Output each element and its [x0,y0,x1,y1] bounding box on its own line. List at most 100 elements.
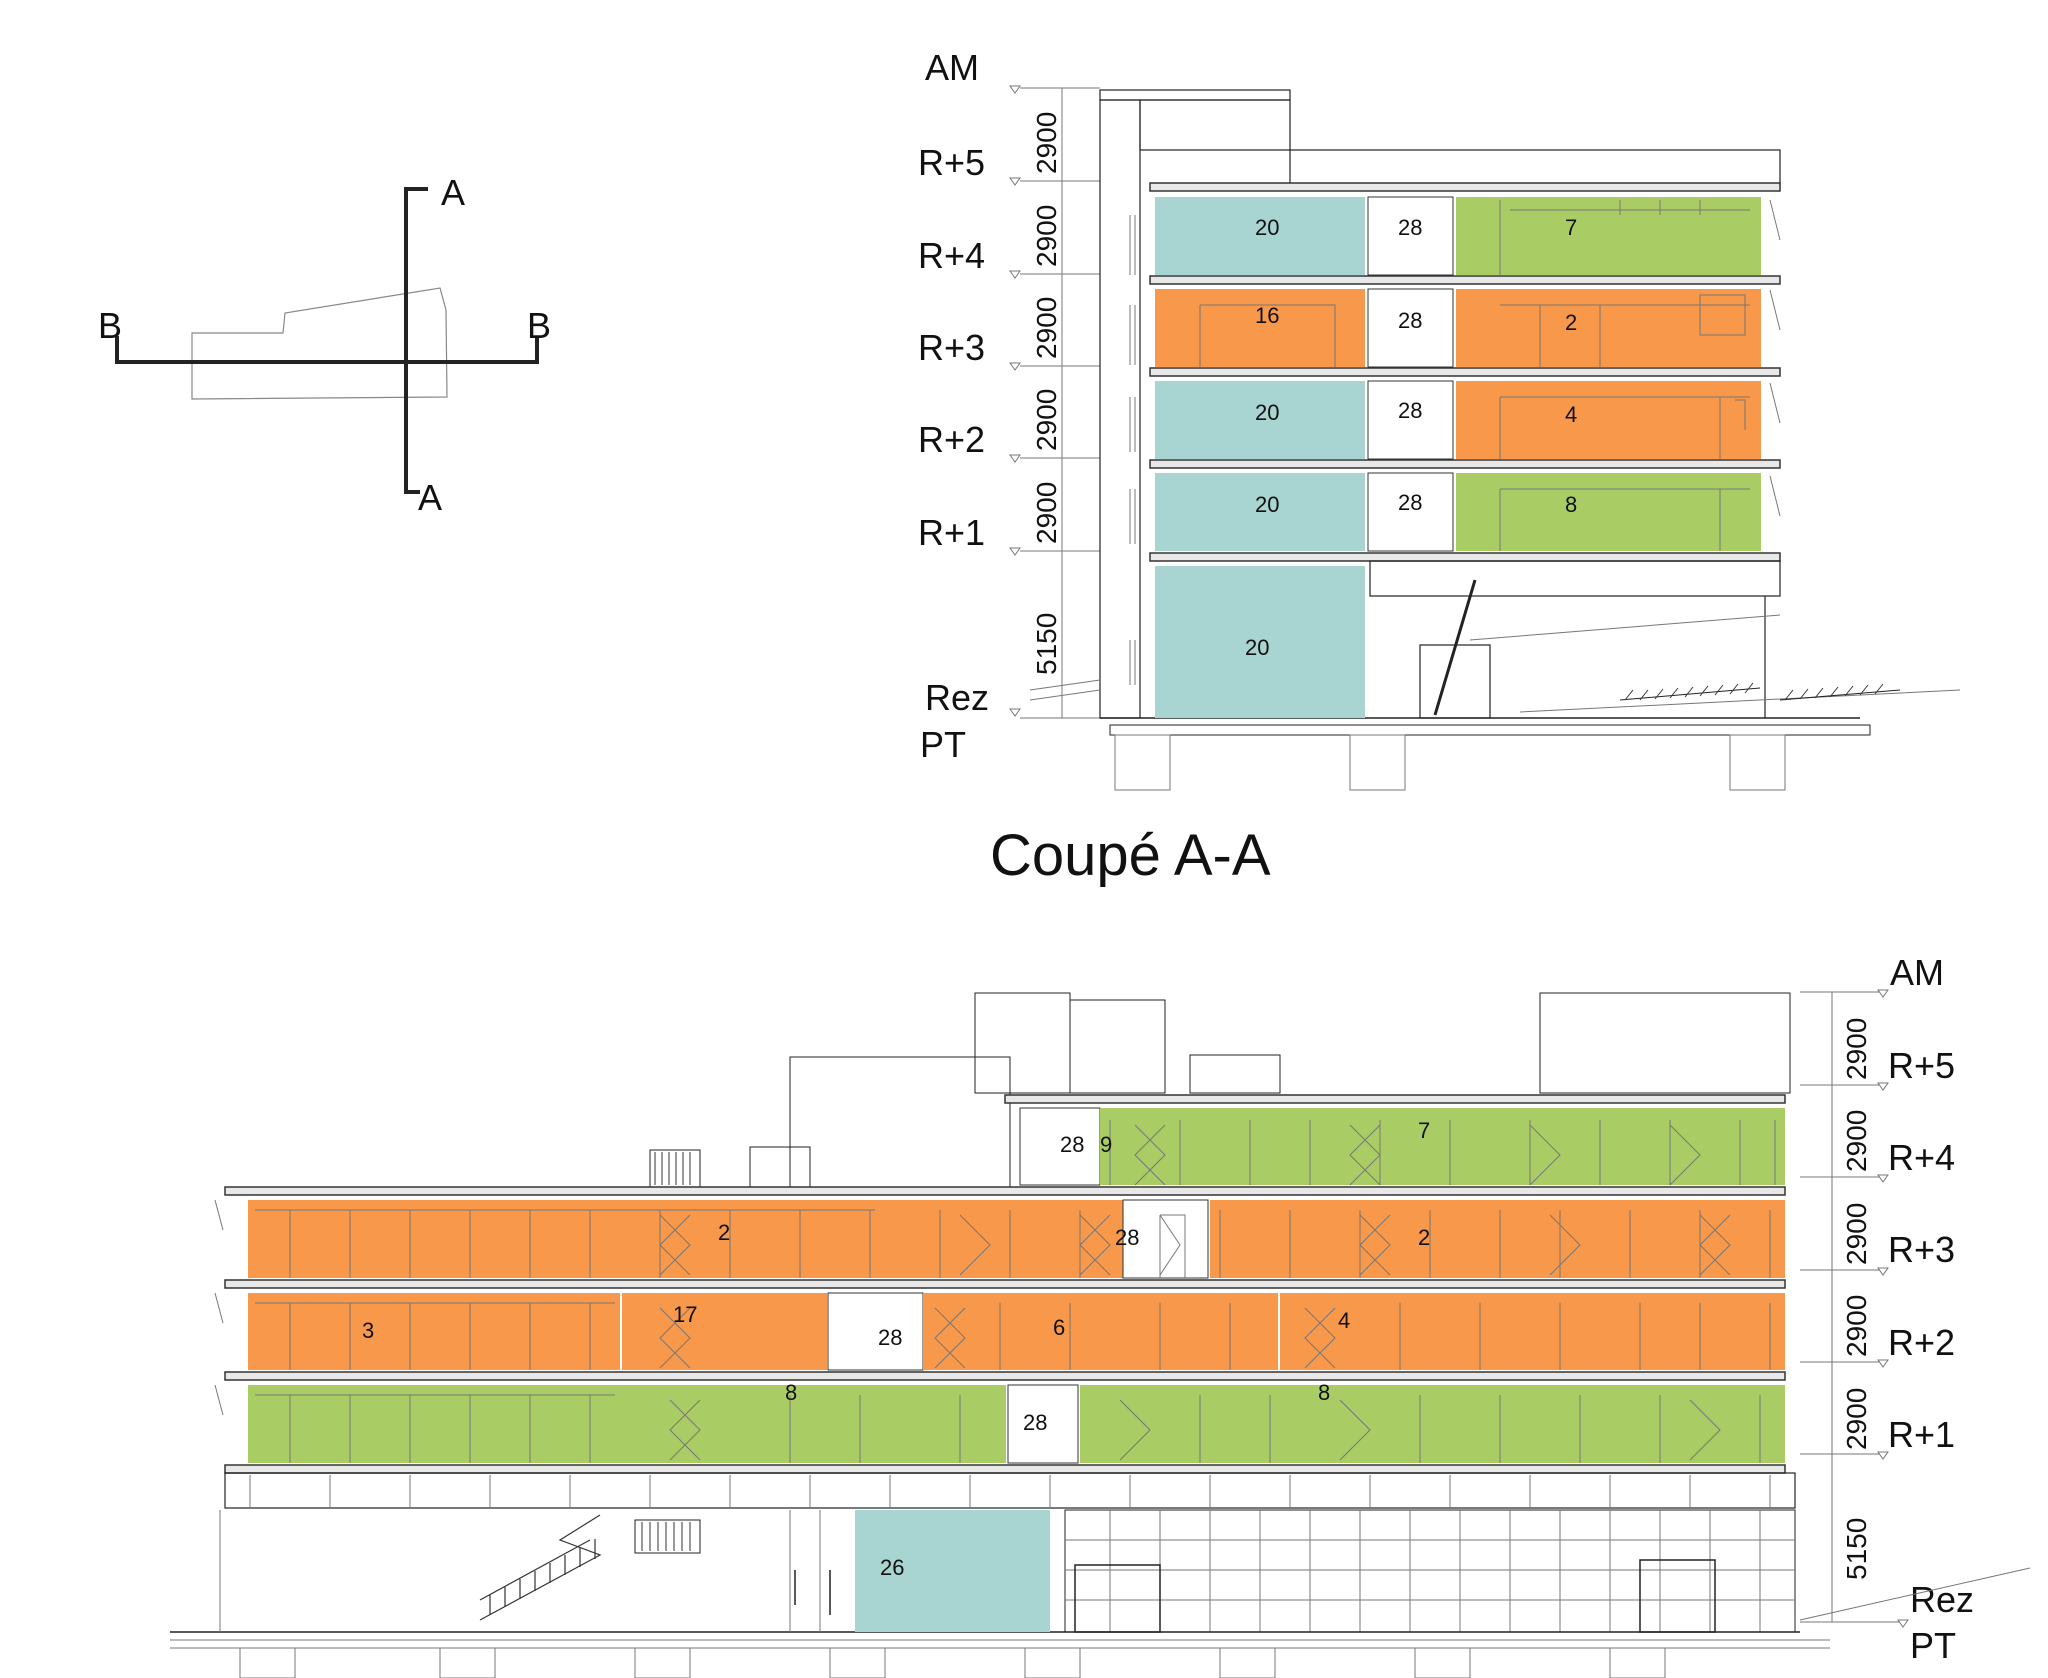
section-aa: AM R+5 R+4 R+3 R+2 R+1 Rez PT 2900 2900 … [918,47,1961,888]
aa-dimension-chain [1020,87,1100,719]
bb-level-r3: R+3 [1888,1229,1955,1270]
bb-room-28-r2 [827,1292,924,1371]
aa-rooms [1155,196,1761,718]
aa-label-8-r1: 8 [1565,492,1577,517]
bb-room-26-rez [855,1510,1050,1632]
aa-label-28-r2: 28 [1398,398,1422,423]
bb-stairs [479,1514,602,1621]
key-label-a-bottom: A [418,477,442,518]
aa-room-8-r1 [1456,473,1761,551]
bb-dim-2: 2900 [1841,1110,1872,1172]
section-line-a [404,187,428,494]
bb-label-17-r2: 17 [673,1302,697,1327]
aa-room-7-r4 [1456,197,1761,275]
aa-room-28-r3 [1367,288,1454,368]
section-line-b [115,336,539,364]
bb-dim-1: 2900 [1841,1018,1872,1080]
bb-window-lines [214,1120,1776,1463]
bb-room-8-r1-b [1080,1385,1785,1463]
aa-level-am: AM [925,47,979,88]
bb-room-7-r4 [1150,1108,1785,1185]
bb-label-8-r1-a: 8 [785,1380,797,1405]
bb-label-8-r1-b: 8 [1318,1380,1330,1405]
bb-room-8-r1-a [248,1385,1006,1463]
bb-dim-6: 5150 [1841,1518,1872,1580]
aa-level-r5: R+5 [918,142,985,183]
aa-dim-6: 5150 [1031,613,1062,675]
bb-label-3-r2: 3 [362,1318,374,1343]
bb-dimension-chain [1800,991,1900,1623]
bb-level-pt: PT [1910,1625,1956,1666]
aa-level-rez: Rez [925,677,989,718]
aa-label-28-r1: 28 [1398,490,1422,515]
aa-level-pt: PT [920,724,966,765]
bb-level-markers [1877,989,1909,1628]
section-bb: AM R+5 R+4 R+3 R+2 R+1 Rez PT 2900 2900 … [170,952,2031,1678]
bb-label-26-rez: 26 [880,1555,904,1580]
bb-room-28-r3 [1122,1199,1209,1279]
bb-level-am: AM [1890,952,1944,993]
bb-room-6-r2 [923,1293,1278,1370]
aa-room-28-r2 [1367,380,1454,460]
bb-room-17-r2 [622,1293,827,1370]
aa-label-2-r3: 2 [1565,310,1577,335]
bb-label-2-r3-a: 2 [718,1220,730,1245]
key-label-b-left: B [98,305,122,346]
aa-label-16-r3: 16 [1255,303,1279,328]
aa-label-20-r1: 20 [1255,492,1279,517]
aa-level-r3: R+3 [918,327,985,368]
aa-dim-3: 2900 [1031,297,1062,359]
aa-room-28-r4 [1367,196,1454,276]
aa-level-r2: R+2 [918,419,985,460]
aa-level-markers [1009,85,1021,717]
aa-room-20-r1 [1155,473,1365,551]
aa-level-r4: R+4 [918,235,985,276]
bb-label-28-r2: 28 [878,1325,902,1350]
bb-label-28-r4: 28 [1060,1132,1084,1157]
aa-label-20-rez: 20 [1245,635,1269,660]
bb-level-r4: R+4 [1888,1137,1955,1178]
bb-room-28-r1 [1007,1384,1079,1464]
aa-dim-5: 2900 [1031,482,1062,544]
aa-label-4-r2: 4 [1565,402,1577,427]
aa-window-lines [1129,199,1781,685]
bb-label-2-r3-b: 2 [1418,1225,1430,1250]
bb-dim-3: 2900 [1841,1203,1872,1265]
aa-label-7-r4: 7 [1565,215,1577,240]
key-plan: A A B B [98,172,551,518]
key-label-a-top: A [441,172,465,213]
aa-room-20-rez [1155,566,1365,718]
aa-structure [1029,89,1961,791]
aa-room-28-r1 [1367,472,1454,552]
bb-room-4-r2 [1280,1293,1785,1370]
key-label-b-right: B [527,305,551,346]
aa-room-20-r2 [1155,381,1365,459]
bb-label-6-r2: 6 [1053,1315,1065,1340]
bb-level-r1: R+1 [1888,1414,1955,1455]
aa-dim-4: 2900 [1031,389,1062,451]
aa-room-2-r3 [1456,289,1761,367]
bb-label-28-r1: 28 [1023,1410,1047,1435]
bb-dim-4: 2900 [1841,1295,1872,1357]
bb-level-r5: R+5 [1888,1045,1955,1086]
aa-room-16-r3 [1155,289,1365,367]
bb-level-rez: Rez [1910,1579,1974,1620]
aa-dim-2: 2900 [1031,205,1062,267]
bb-room-28-r4-a [1019,1107,1101,1186]
bb-rooms [248,1107,1785,1632]
aa-label-20-r4: 20 [1255,215,1279,240]
bb-label-4-r2: 4 [1338,1308,1350,1333]
bb-room-3-r2 [248,1293,620,1370]
bb-level-r2: R+2 [1888,1322,1955,1363]
bb-label-9-r4: 9 [1100,1132,1112,1157]
bb-structure [170,992,2031,1678]
aa-label-20-r2: 20 [1255,400,1279,425]
bb-label-7-r4: 7 [1418,1118,1430,1143]
aa-room-4-r2 [1456,381,1761,459]
aa-label-28-r4: 28 [1398,215,1422,240]
bb-label-28-r3: 28 [1115,1225,1139,1250]
aa-room-20-r4 [1155,197,1365,275]
aa-label-28-r3: 28 [1398,308,1422,333]
aa-dim-1: 2900 [1031,112,1062,174]
